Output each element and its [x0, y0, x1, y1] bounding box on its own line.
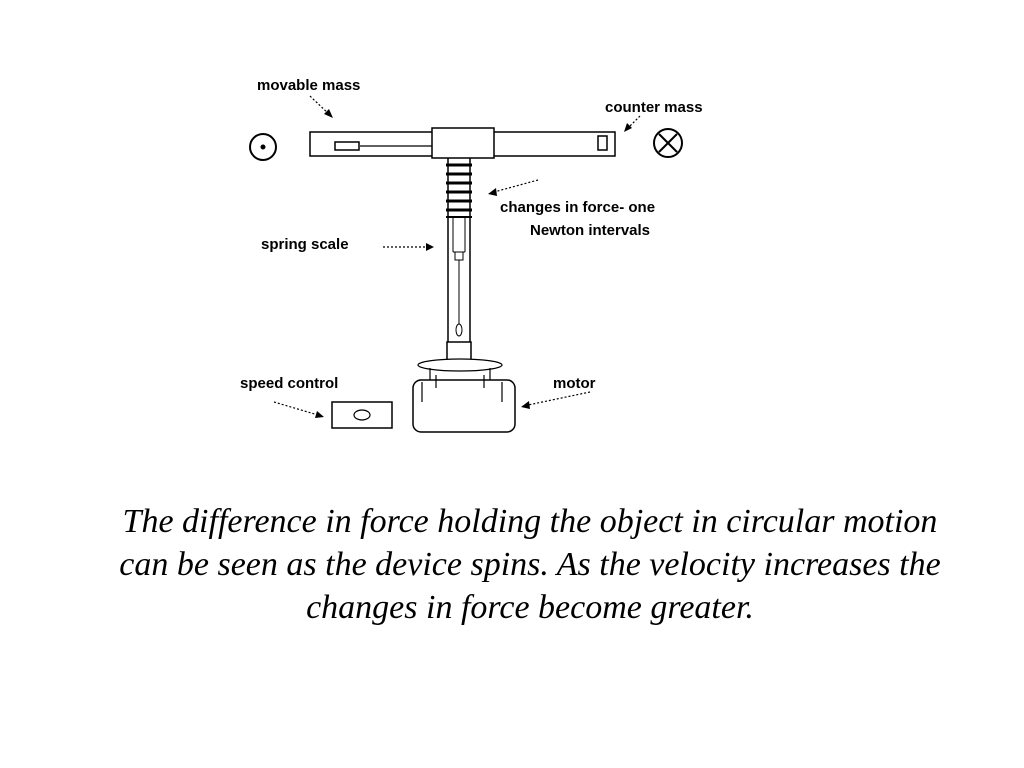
- movable-mass-block: [334, 141, 360, 151]
- counter-mass-block: [597, 135, 608, 151]
- label-spring-scale: spring scale: [261, 236, 349, 253]
- leader-arrows: [273, 95, 641, 418]
- rotating-arm: [309, 127, 616, 159]
- label-changes-in-force-line1: changes in force- one: [500, 199, 655, 216]
- label-speed-control: speed control: [240, 375, 338, 392]
- motor-unit: [412, 358, 516, 433]
- label-counter-mass: counter mass: [605, 99, 703, 116]
- speed-control-box: [331, 401, 393, 429]
- centripetal-force-apparatus-diagram: movable mass counter mass changes in for…: [240, 77, 703, 433]
- spring-scale-column: [446, 158, 472, 367]
- label-motor: motor: [553, 375, 596, 392]
- slide-caption: The difference in force holding the obje…: [119, 503, 941, 626]
- into-page-symbol: [653, 128, 683, 158]
- label-movable-mass: movable mass: [257, 77, 360, 94]
- out-of-page-symbol: [249, 133, 277, 161]
- label-changes-in-force-line2: Newton intervals: [530, 222, 650, 239]
